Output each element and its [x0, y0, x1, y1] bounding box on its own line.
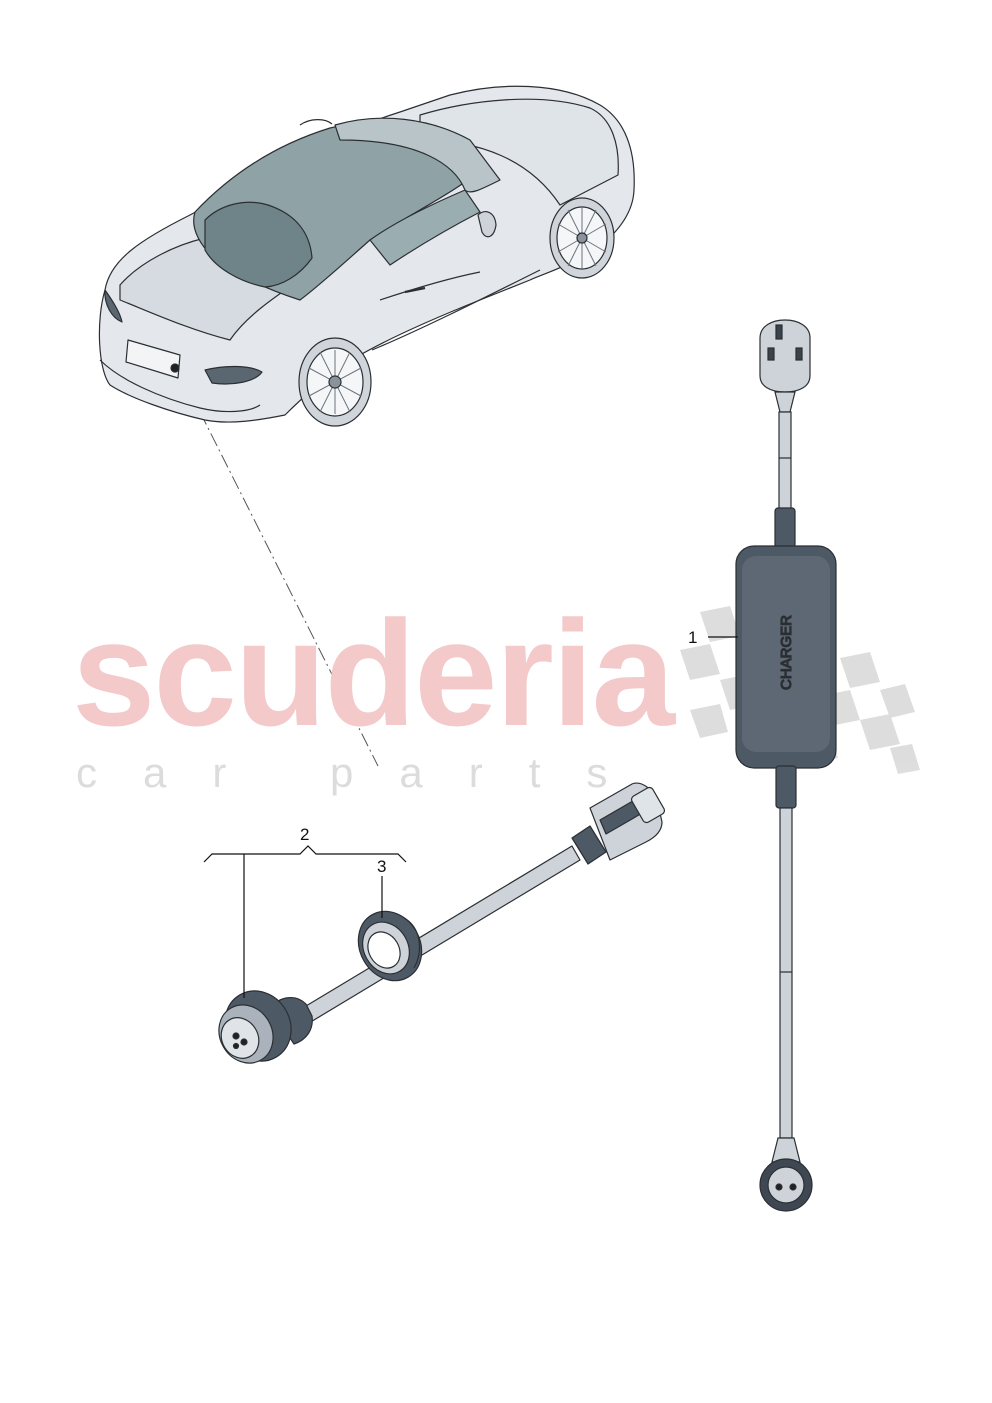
car-illustration	[98, 85, 635, 427]
charger-cable: CHARGER	[735, 319, 837, 1212]
callout-leaders	[203, 636, 738, 998]
reference-line	[199, 411, 379, 767]
callout-2: 2	[300, 825, 310, 844]
charger-label: CHARGER	[778, 615, 795, 690]
threaded-nut	[357, 910, 423, 982]
socket-cable	[218, 782, 666, 1064]
watermark-tagline: car parts	[76, 749, 654, 796]
watermark-brand: scuderia	[72, 589, 675, 757]
callout-1: 1	[688, 628, 698, 647]
callout-3: 3	[377, 857, 387, 876]
